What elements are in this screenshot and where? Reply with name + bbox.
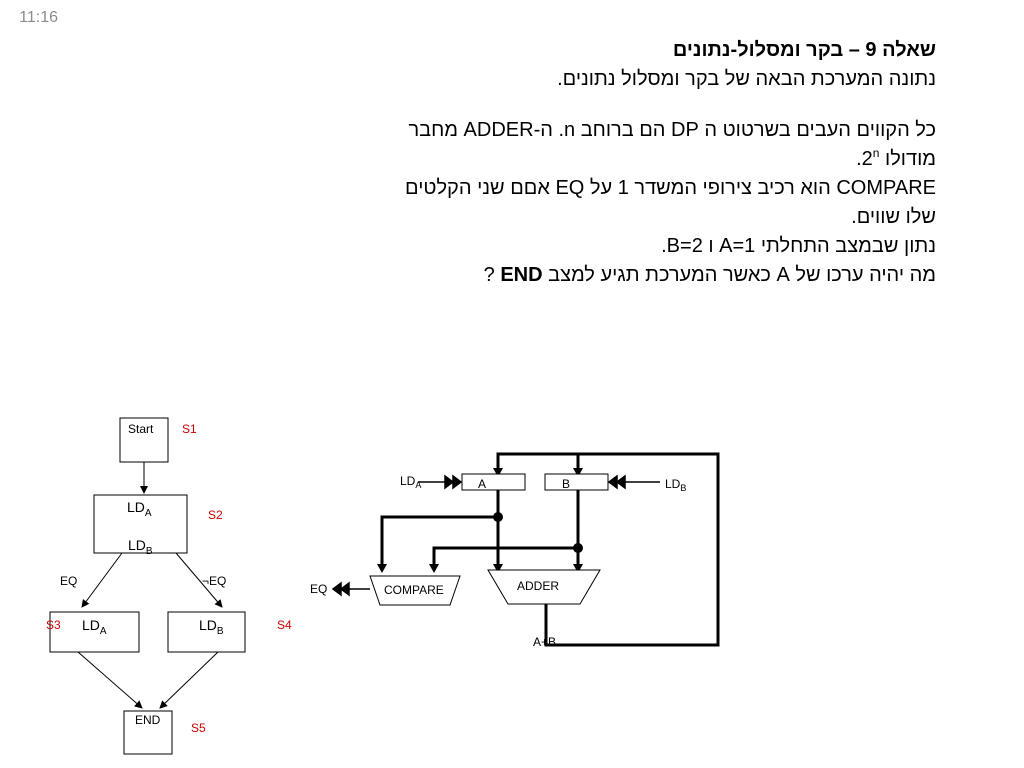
dp-ld-a-sub: A xyxy=(415,480,421,490)
line2-sup: n xyxy=(872,146,880,160)
s5-label: S5 xyxy=(191,721,206,735)
s4-ld-text: LD xyxy=(199,617,217,633)
s2-ld-a: LDA xyxy=(127,499,152,519)
not-eq-label: ¬EQ xyxy=(202,574,226,588)
s4-ld-sub: B xyxy=(217,626,224,637)
arrow-s2-s4 xyxy=(175,552,223,608)
s1-label: S1 xyxy=(182,422,197,436)
b-to-compare xyxy=(432,546,578,566)
register-a-label: A xyxy=(478,477,486,491)
s4-label: S4 xyxy=(277,618,292,632)
compare-block xyxy=(369,575,461,606)
question-title: שאלה 9 – בקר ומסלול-נתונים xyxy=(672,39,936,61)
question-line-4: שלו שווים. xyxy=(851,206,936,228)
dp-ld-b-sub: B xyxy=(680,483,686,493)
eq-out-label: EQ xyxy=(310,582,327,596)
s2-ld-b-text: LD xyxy=(128,537,146,553)
question-line-5: נתון שבמצב התחלתי A=1 ו B=2. xyxy=(661,235,936,257)
line2-text: מודולו 2 xyxy=(861,148,936,170)
eq-arrow-2 xyxy=(339,581,350,597)
arrow-s2-s3 xyxy=(81,552,123,608)
s2-label: S2 xyxy=(208,508,223,522)
line2-end: . xyxy=(856,148,862,170)
sum-label: A+B xyxy=(533,635,556,649)
s4-ld-b: LDB xyxy=(199,617,224,637)
end-label: END xyxy=(135,713,161,727)
ld-a-label: LDA xyxy=(400,474,421,490)
question-text: שאלה 9 – בקר ומסלול-נתונים נתונה המערכת … xyxy=(296,36,936,290)
eq-label: EQ xyxy=(60,574,77,588)
state-s2-box xyxy=(93,494,188,554)
ld-b-arrow-2 xyxy=(615,474,626,490)
question-line-1: כל הקווים העבים בשרטוט ה DP הם ברוחב n. … xyxy=(408,119,936,141)
ld-a-arrow-2 xyxy=(452,474,463,490)
state-s3-box xyxy=(49,611,140,653)
adder-block xyxy=(487,569,601,605)
dp-ld-b-text: LD xyxy=(665,477,681,491)
s3-ld-a: LDA xyxy=(82,617,107,637)
line6-bold: END xyxy=(500,264,543,286)
line6-post: ? xyxy=(483,264,501,286)
arrowhead-adder-b xyxy=(573,564,583,573)
arrowhead-compare-a xyxy=(377,564,387,573)
ld-a-arrow-1 xyxy=(444,474,455,490)
arrow-s4-end xyxy=(159,651,219,709)
state-end-box xyxy=(123,710,173,755)
state-s4-box xyxy=(167,611,246,653)
line6-pre: מה יהיה ערכו של A כאשר המערכת תגיע למצב xyxy=(542,264,936,286)
compare-label: COMPARE xyxy=(384,583,444,597)
s3-ld-sub: A xyxy=(100,626,107,637)
junction-b xyxy=(573,543,583,553)
s2-ld-a-text: LD xyxy=(127,499,145,515)
arrowhead-reg-a xyxy=(493,468,503,477)
dp-ld-a-text: LD xyxy=(400,474,416,488)
arrow-s3-end xyxy=(77,651,143,709)
s2-ld-a-sub: A xyxy=(145,508,152,519)
register-a xyxy=(461,473,526,491)
s3-label: S3 xyxy=(46,618,61,632)
junction-a xyxy=(493,512,503,522)
s3-ld-text: LD xyxy=(82,617,100,633)
question-line-3: COMPARE הוא רכיב צירופי המשדר 1 על EQ אם… xyxy=(405,177,936,199)
arrowhead-compare-b xyxy=(429,564,439,573)
register-b xyxy=(544,473,609,491)
arrowhead-adder-a xyxy=(493,564,503,573)
s2-ld-b: LDB xyxy=(128,537,153,557)
register-b-label: B xyxy=(562,477,570,491)
arrowhead-reg-b xyxy=(573,468,583,477)
question-line-6: מה יהיה ערכו של A כאשר המערכת תגיע למצב … xyxy=(296,261,936,290)
a-to-compare xyxy=(380,515,498,566)
adder-label: ADDER xyxy=(517,579,559,593)
slide-number: 11:16 xyxy=(19,9,58,26)
question-line-2: מודולו 2n. xyxy=(296,145,936,174)
ld-b-label: LDB xyxy=(665,477,686,493)
question-intro: נתונה המערכת הבאה של בקר ומסלול נתונים. xyxy=(557,68,936,90)
s2-ld-b-sub: B xyxy=(146,546,153,557)
feedback-bus xyxy=(496,452,720,647)
start-label: Start xyxy=(128,422,154,436)
